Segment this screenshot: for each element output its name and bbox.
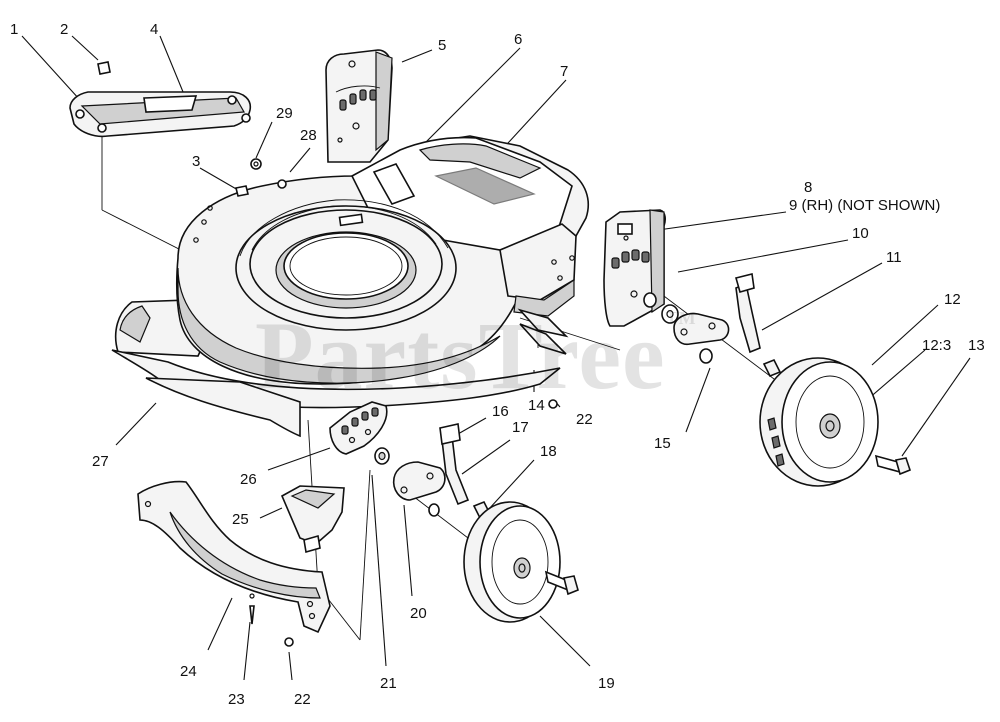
callout-12-3: 12:3	[922, 337, 952, 354]
callout-21: 21	[380, 675, 397, 692]
callout-16: 16	[492, 403, 509, 420]
callout-3: 3	[192, 153, 201, 170]
front-wheel-assembly	[329, 401, 579, 623]
callout-17: 17	[512, 419, 529, 436]
mower-deck	[111, 135, 590, 438]
callout-20: 20	[410, 605, 427, 622]
callout-2: 2	[60, 21, 69, 38]
callout-28: 28	[300, 127, 317, 144]
callout-26: 26	[240, 471, 257, 488]
callout-10: 10	[852, 225, 869, 242]
height-adjuster-plate-5	[325, 49, 393, 163]
callout-13: 13	[968, 337, 985, 354]
callout-12: 12	[944, 291, 961, 308]
callout-27: 27	[92, 453, 109, 470]
leader-lines	[21, 35, 971, 681]
callout-29: 29	[276, 105, 293, 122]
callout-22-upper: 22	[576, 411, 593, 428]
control-panel-cover	[69, 61, 252, 138]
callout-19: 19	[598, 675, 615, 692]
callout-22-lower: 22	[294, 691, 311, 708]
callout-24: 24	[180, 663, 197, 680]
callout-15: 15	[654, 435, 671, 452]
callout-1: 1	[10, 21, 19, 38]
callout-23: 23	[228, 691, 245, 708]
callout-3-label-4: 4	[150, 21, 159, 38]
small-hardware	[249, 308, 569, 647]
callout-5: 5	[438, 37, 447, 54]
callout-6: 6	[514, 31, 523, 48]
callout-14: 14	[528, 397, 545, 414]
grass-deflector-25	[280, 485, 345, 554]
watermark: PartsTreeTM	[255, 302, 697, 409]
rear-wheel-assembly	[643, 273, 911, 487]
callout-25: 25	[232, 511, 249, 528]
callout-18: 18	[540, 443, 557, 460]
front-skirt-24	[137, 480, 331, 634]
callout-7: 7	[560, 63, 569, 80]
callout-11: 11	[886, 249, 902, 266]
callout-9: 9 (RH) (NOT SHOWN)	[789, 197, 941, 214]
callout-8: 8	[804, 179, 813, 196]
